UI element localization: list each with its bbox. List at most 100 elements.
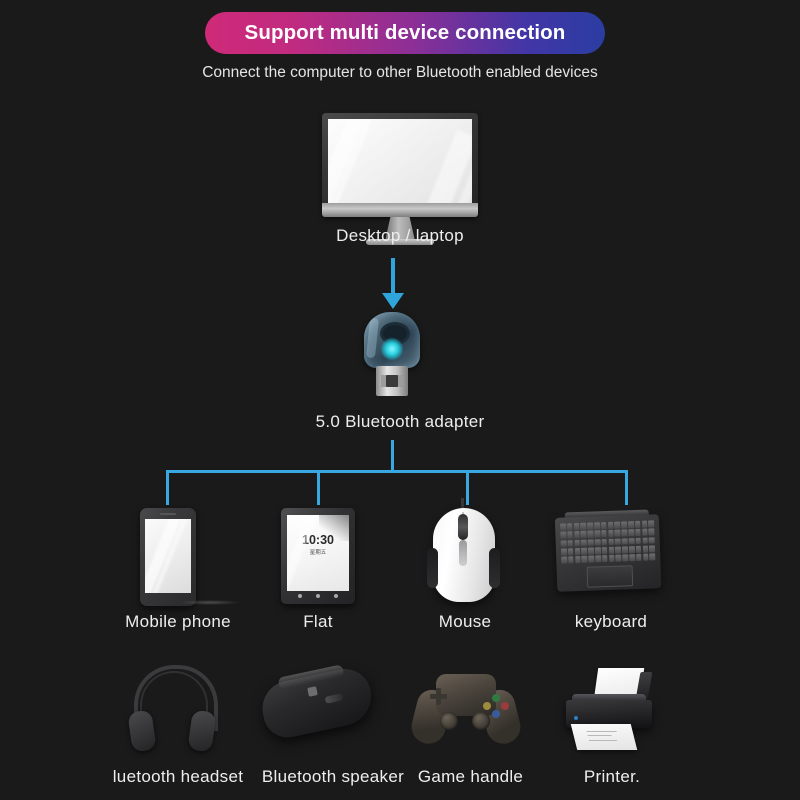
key	[628, 545, 635, 553]
connector-horizontal-bar	[166, 470, 628, 473]
gamepad-analog-stick	[472, 712, 490, 730]
key	[649, 545, 656, 553]
key	[642, 553, 649, 561]
flat-label: Flat	[303, 612, 333, 631]
mobile-phone-label: Mobile phone	[125, 612, 231, 631]
arrow-down-head	[382, 293, 404, 309]
key	[601, 546, 608, 554]
phone-shadow	[180, 600, 240, 605]
key	[628, 521, 634, 529]
printer-body	[566, 700, 652, 728]
key	[628, 529, 635, 537]
key	[649, 553, 656, 561]
portable-speaker-icon	[257, 664, 392, 755]
banner-title-pill: Support multi device connection	[205, 12, 605, 54]
speaker-logo	[307, 686, 318, 697]
mouse-scroll-wheel	[458, 514, 468, 540]
connector-stem	[391, 440, 394, 472]
page-text-line	[586, 731, 617, 732]
key	[642, 545, 649, 553]
key	[636, 553, 642, 562]
key	[581, 539, 587, 547]
gamepad-action-button	[492, 694, 500, 702]
headphone-headband-inner	[140, 671, 208, 725]
phone-body	[140, 508, 196, 606]
key	[608, 538, 614, 546]
key	[628, 537, 635, 545]
key	[622, 554, 629, 562]
gamepad-action-button	[483, 702, 491, 710]
headphones-icon	[127, 665, 218, 755]
key	[621, 529, 628, 537]
gamepad-icon	[407, 668, 526, 754]
key	[587, 539, 594, 547]
key	[615, 554, 622, 562]
headphone-earcup	[187, 709, 217, 753]
key	[587, 522, 594, 530]
keyboard-icon	[554, 508, 666, 604]
keyboard-label: keyboard	[574, 612, 648, 631]
tablet-clock-time: 10:30	[302, 533, 334, 547]
tablet-body: 10:30 星期五	[281, 508, 355, 604]
mouse-label: Mouse	[438, 612, 492, 631]
adapter-led-glow	[381, 338, 403, 360]
key	[615, 538, 621, 546]
key	[567, 556, 574, 564]
phone-screen	[145, 519, 191, 593]
monitor-bottom-bar	[322, 203, 478, 217]
printer-power-led	[574, 716, 578, 720]
key	[560, 531, 567, 539]
connector-drop	[466, 470, 469, 505]
key	[607, 521, 614, 529]
key	[595, 555, 601, 563]
key	[642, 537, 649, 545]
key	[594, 538, 601, 546]
tablet-icon: 10:30 星期五	[281, 508, 361, 608]
printer-output-page	[570, 724, 638, 750]
tablet-dot	[334, 594, 338, 598]
key	[641, 528, 648, 537]
key	[581, 555, 588, 563]
adapter-label: 5.0 Bluetooth adapter	[315, 412, 485, 431]
key	[574, 556, 581, 564]
usb-bluetooth-adapter-icon	[358, 312, 428, 396]
key	[560, 539, 567, 548]
key	[635, 545, 642, 553]
key	[622, 546, 628, 554]
key	[574, 539, 580, 547]
key	[580, 530, 587, 539]
gamepad-dpad	[430, 688, 447, 705]
key	[648, 528, 655, 536]
desktop-monitor-icon	[322, 113, 478, 245]
key	[614, 529, 621, 537]
keyboard-keys	[560, 520, 656, 564]
key	[594, 530, 601, 538]
key	[567, 531, 573, 539]
adapter-highlight	[365, 317, 380, 359]
printer-lid	[572, 694, 646, 703]
mouse-cable	[461, 498, 464, 512]
key	[560, 523, 566, 531]
key	[641, 520, 648, 528]
key	[602, 555, 608, 563]
mouse-center-strip	[459, 540, 467, 566]
gamepad-analog-stick	[440, 712, 458, 730]
key	[594, 522, 600, 530]
monitor-stand-base	[366, 239, 434, 245]
key	[615, 546, 622, 554]
key	[588, 555, 595, 563]
key	[601, 538, 608, 546]
game-handle-label: Game handle	[417, 767, 524, 786]
key	[573, 531, 580, 539]
subtitle-text: Connect the computer to other Bluetooth …	[202, 64, 598, 81]
gamepad-action-button	[492, 710, 500, 718]
headphone-headband	[134, 665, 218, 731]
printer-label: Printer.	[583, 767, 641, 786]
key	[608, 546, 615, 554]
banner-title-text: Support multi device connection	[244, 21, 566, 44]
adapter-body	[364, 312, 420, 368]
screen-glare	[319, 515, 349, 541]
tablet-dot	[316, 594, 320, 598]
tablet-dot	[298, 594, 302, 598]
